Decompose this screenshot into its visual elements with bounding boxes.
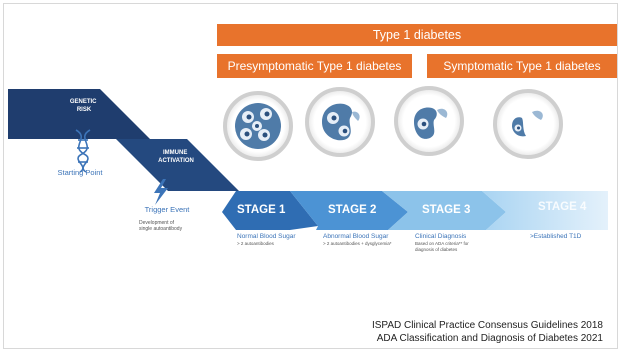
stage-4-title: >Established T1D <box>530 233 582 240</box>
genetic-risk-step <box>8 89 150 139</box>
stage-1-band <box>222 191 318 230</box>
stage-2-label: STAGE 2 <box>328 204 376 216</box>
islet-cell-icon-stage-2 <box>305 87 375 157</box>
presymptomatic-banner: Presymptomatic Type 1 diabetes <box>217 54 412 78</box>
trigger-description: Development of single autoantibody <box>139 220 183 232</box>
citation-line-2: ADA Classification and Diagnosis of Diab… <box>376 333 603 344</box>
trigger-event-label: Trigger Event <box>145 205 191 214</box>
stage-1-desc: > 2 autoantibodies <box>237 241 275 246</box>
starting-point-label: Starting Point <box>57 168 103 177</box>
stage-1-label: STAGE 1 <box>237 204 286 216</box>
stage-4-band <box>482 191 608 230</box>
stage-1-title: Normal Blood Sugar <box>237 233 296 240</box>
stage-4-label: STAGE 4 <box>538 201 587 213</box>
lightning-icon <box>154 179 168 205</box>
islet-cell-icon-stage-3 <box>394 86 464 156</box>
symptomatic-banner: Symptomatic Type 1 diabetes <box>427 54 617 78</box>
stage-3-band <box>382 191 506 230</box>
stage-3-label: STAGE 3 <box>422 204 470 216</box>
stage-2-band <box>290 191 408 230</box>
type1-diabetes-banner: Type 1 diabetes <box>217 24 617 46</box>
citation-line-1: ISPAD Clinical Practice Consensus Guidel… <box>371 320 603 331</box>
immune-activation-step <box>116 139 239 191</box>
genetic-risk-label: GENETIC RISK <box>70 99 98 113</box>
dna-icon <box>75 129 91 173</box>
islet-cell-icon-stage-1 <box>223 91 293 161</box>
stage-3-desc: Based on ADA criteria** for diagnosis of… <box>415 241 470 252</box>
stage-2-desc: > 2 autoantibodies + dysglycemia* <box>323 241 392 246</box>
stage-2-title: Abnormal Blood Sugar <box>323 233 389 240</box>
immune-activation-label: IMMUNE ACTIVATION <box>158 150 194 164</box>
stage-3-title: Clinical Diagnosis <box>415 233 467 240</box>
islet-cell-icon-stage-4 <box>493 89 563 159</box>
